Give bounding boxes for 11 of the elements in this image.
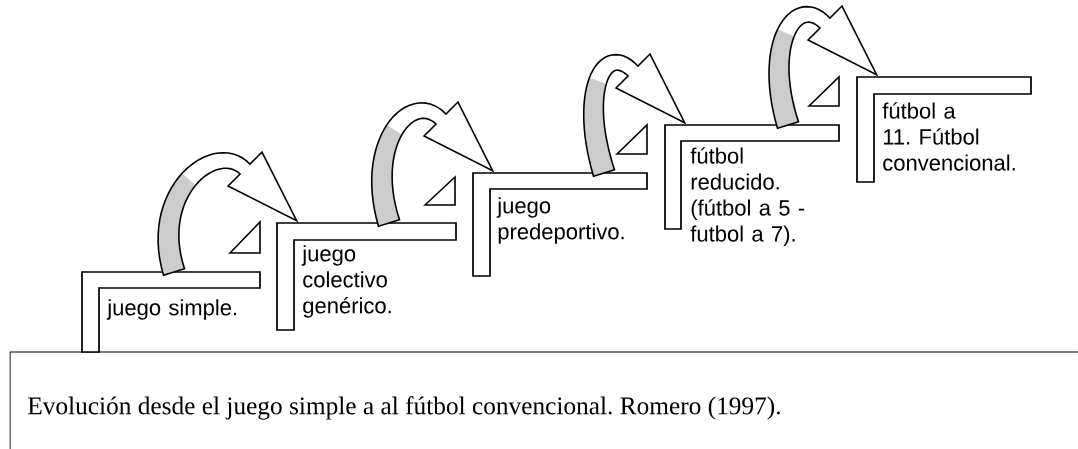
step-block: juego simple. <box>81 271 261 353</box>
curved-arrow <box>157 150 299 277</box>
node-label: futbol a 7). <box>690 225 795 247</box>
step-block: juego colectivo genérico. <box>276 222 457 331</box>
step-block: fútbol a 11. Fútbol convencional. <box>856 76 1032 183</box>
curved-arrow <box>768 4 879 130</box>
caption-box: Evolución desde el juego simple a al fútbol convencional. Romero (1997). <box>9 351 1078 449</box>
step-block: juego predeportivo. <box>472 172 648 277</box>
curved-arrow <box>582 52 687 178</box>
step-block: fútbol reducido. (fútbol a 5 - futbol a 7). <box>664 124 840 246</box>
curved-arrow <box>370 100 495 228</box>
